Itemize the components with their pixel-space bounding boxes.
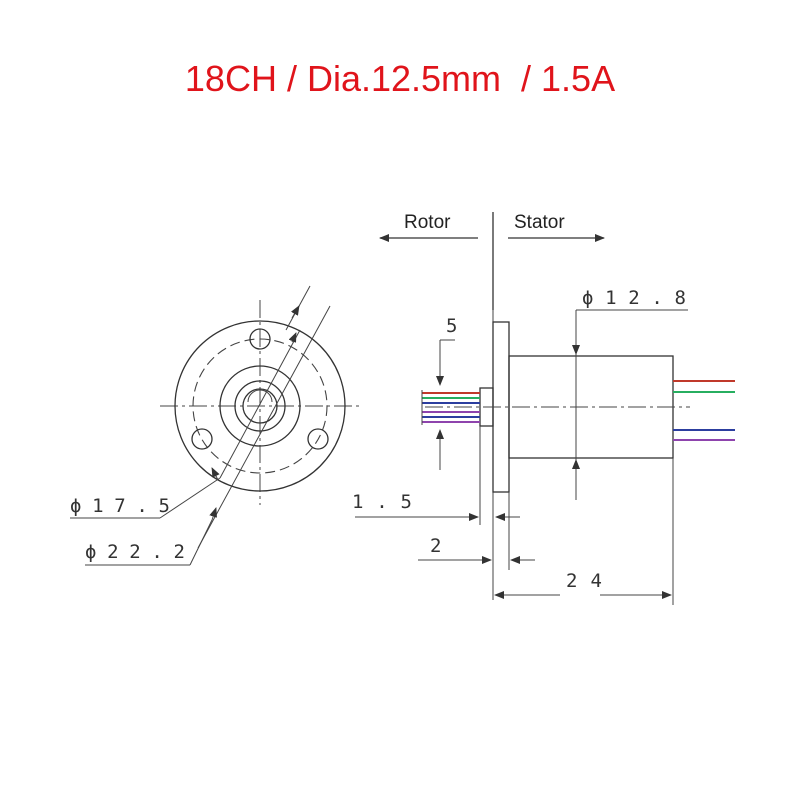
bore-detail xyxy=(247,389,273,403)
leader-17-5-diag xyxy=(219,329,301,479)
rotor-label: Rotor xyxy=(404,212,451,233)
stator-label: Stator xyxy=(514,212,565,233)
leader-22-2-diag xyxy=(197,305,331,549)
flange-outer-circle xyxy=(174,320,346,492)
stator-wires xyxy=(673,380,735,441)
arrow-17-5-top xyxy=(288,332,297,343)
mounting-hole-top xyxy=(249,328,271,350)
spec-title: 18CH / Dia.12.5mm / 1.5A xyxy=(184,58,616,99)
arrow-22-2 xyxy=(209,507,217,521)
mounting-hole-left xyxy=(191,428,213,450)
dim-1-5: 1.5 xyxy=(352,491,412,513)
bore-circle xyxy=(242,388,278,424)
dim-phi-22-2: ϕ22.2 xyxy=(85,541,185,563)
mounting-hole-right xyxy=(307,428,329,450)
hub-ring xyxy=(234,380,286,432)
dim-phi-17-5: ϕ17.5 xyxy=(70,495,170,517)
bolt-circle xyxy=(192,338,328,474)
dim-phi-12-8: ϕ12.8 xyxy=(582,287,686,309)
stator-body xyxy=(508,355,674,459)
side-view: Rotor Stator xyxy=(352,212,735,605)
arrow-17-5 xyxy=(211,467,220,481)
dim-5: 5 xyxy=(446,315,457,337)
leader-17-5-tail xyxy=(159,477,221,519)
rotor-wires xyxy=(421,390,480,425)
dim-2: 2 xyxy=(430,535,441,557)
dim-24: 24 xyxy=(566,570,602,592)
front-view: ϕ17.5 ϕ22.2 xyxy=(70,285,360,566)
hub-outer-circle xyxy=(219,365,301,447)
arrow-22-2-top xyxy=(291,305,300,319)
leader-22-2-tail xyxy=(189,519,213,566)
